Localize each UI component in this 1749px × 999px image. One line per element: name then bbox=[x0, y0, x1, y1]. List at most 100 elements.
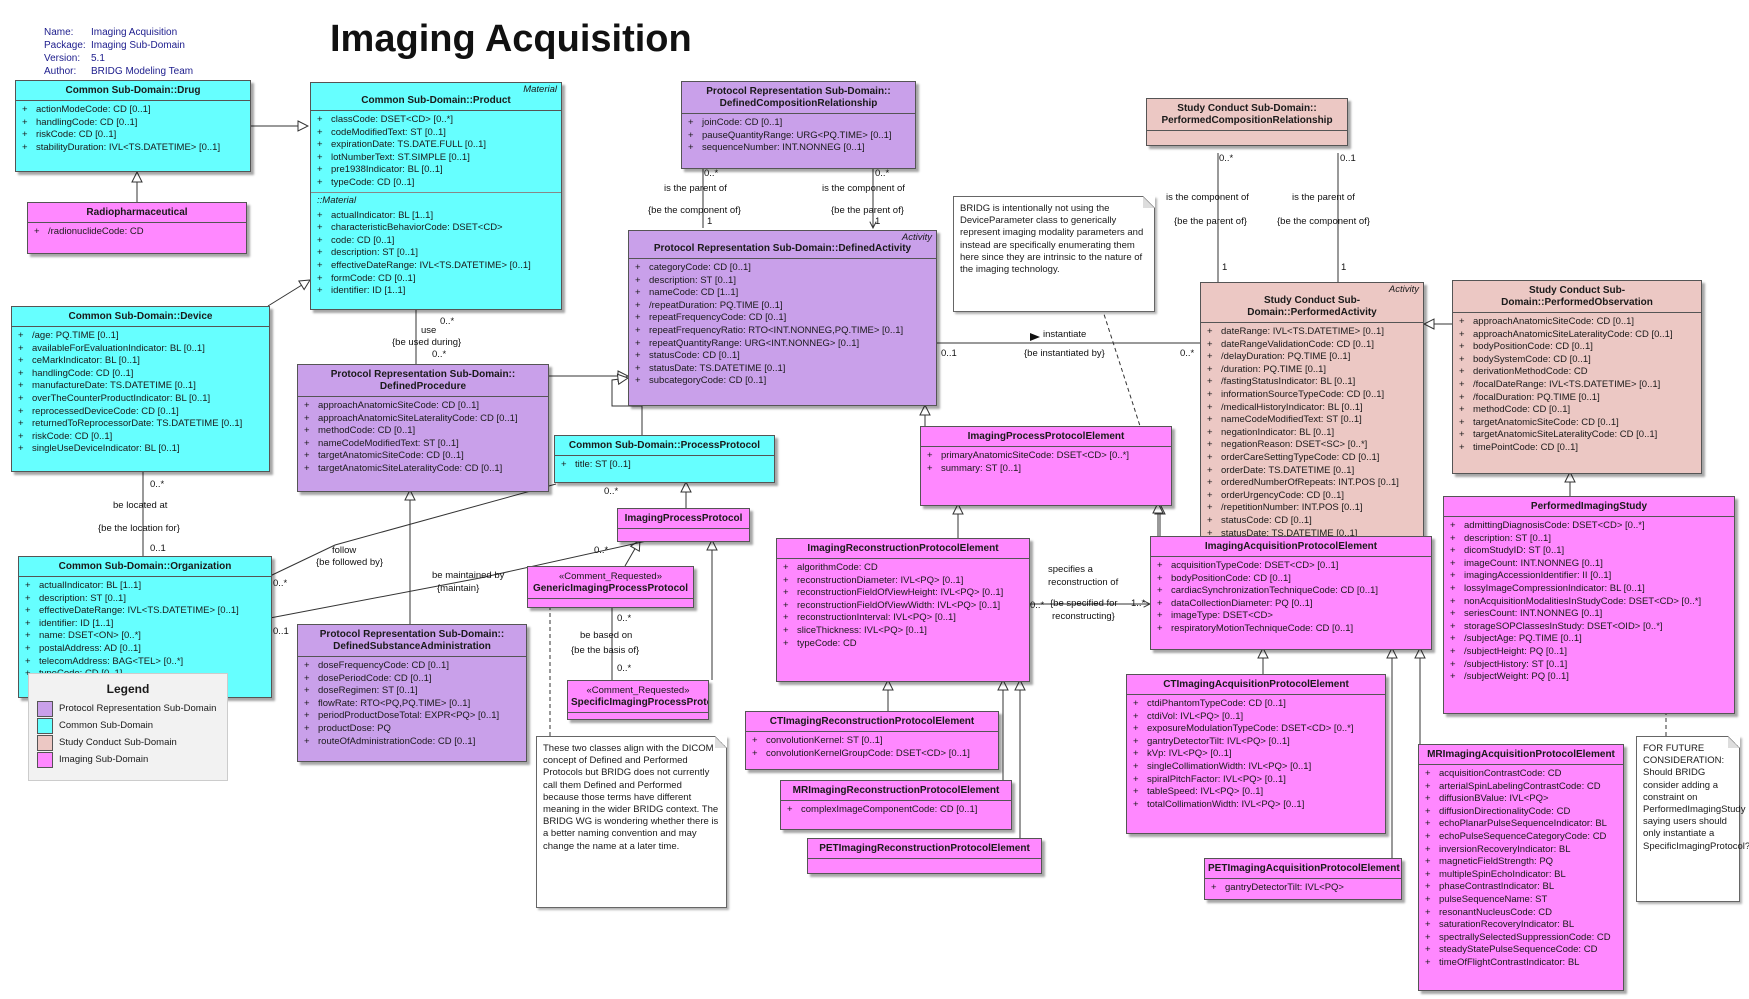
attribute: diffusionDirectionalityCode: CD bbox=[1425, 806, 1619, 819]
label-speced: {be specified for bbox=[1050, 598, 1118, 609]
legend-label-protocol: Protocol Representation Sub-Domain bbox=[59, 703, 217, 714]
attribute: effectiveDateRange: IVL<TS.DATETIME> [0.… bbox=[25, 605, 267, 618]
attribute: summary: ST [0..1] bbox=[927, 463, 1167, 476]
attribute: targetAnatomicSiteCode: CD [0..1] bbox=[304, 450, 544, 463]
inherited-attribute-list: actualIndicator: BL [1..1]characteristic… bbox=[311, 207, 561, 300]
attribute: nonAcquisitionModalitiesInStudyCode: DSE… bbox=[1450, 596, 1730, 609]
attribute: /repeatDuration: PQ.TIME [0..1] bbox=[635, 300, 932, 313]
attribute: echoPulseSequenceCategoryCode: CD bbox=[1425, 831, 1619, 844]
label-located: be located at bbox=[113, 500, 168, 511]
label-m5a: 0..* bbox=[440, 316, 455, 327]
class-generic-imaging-process-protocol[interactable]: «Comment_Requested»GenericImagingProcess… bbox=[527, 566, 694, 608]
attribute: name: DSET<ON> [0..*] bbox=[25, 630, 267, 643]
class-header: ImagingProcessProtocolElement bbox=[921, 427, 1171, 447]
attribute: resonantNucleusCode: CD bbox=[1425, 907, 1619, 920]
label-m5b: 0..* bbox=[432, 349, 447, 360]
label-parent3: is the component of bbox=[1166, 192, 1249, 203]
class-name: CTImagingAcquisitionProtocolElement bbox=[1163, 679, 1349, 690]
attribute: statusDate: TS.DATETIME [0..1] bbox=[635, 363, 932, 376]
class-process-protocol[interactable]: Common Sub-Domain::ProcessProtocoltitle:… bbox=[554, 435, 775, 483]
attribute: orderUrgencyCode: CD [0..1] bbox=[1207, 490, 1419, 503]
attribute: handlingCode: CD [0..1] bbox=[22, 117, 246, 130]
class-mr-imaging-reconstruction-protocol-element[interactable]: MRImagingReconstructionProtocolElementco… bbox=[780, 780, 1012, 830]
class-defined-substance-administration[interactable]: Protocol Representation Sub-Domain:: Def… bbox=[297, 624, 527, 762]
legend-label-imaging: Imaging Sub-Domain bbox=[59, 754, 149, 765]
class-defined-composition-relationship[interactable]: Protocol Representation Sub-Domain:: Def… bbox=[681, 81, 916, 169]
attribute: storageSOPClassesInStudy: DSET<OID> [0..… bbox=[1450, 621, 1730, 634]
label-parent1: is the parent of bbox=[664, 183, 727, 194]
class-drug[interactable]: Common Sub-Domain::DrugactionModeCode: C… bbox=[15, 80, 251, 172]
class-imaging-acquisition-protocol-element[interactable]: ImagingAcquisitionProtocolElementacquisi… bbox=[1150, 536, 1432, 650]
attribute: joinCode: CD [0..1] bbox=[688, 117, 911, 130]
legend-label-common: Common Sub-Domain bbox=[59, 720, 153, 731]
attribute: handlingCode: CD [0..1] bbox=[18, 368, 265, 381]
attribute: reprocessedDeviceCode: CD [0..1] bbox=[18, 406, 265, 419]
attribute: timeOfFlightContrastIndicator: BL bbox=[1425, 957, 1619, 970]
attribute: repeatFrequencyCode: CD [0..1] bbox=[635, 312, 932, 325]
attribute: /focalDateRange: IVL<TS.DATETIME> [0..1] bbox=[1459, 379, 1697, 392]
class-name: PETImagingReconstructionProtocolElement bbox=[819, 843, 1030, 854]
meta-name-key: Name: bbox=[44, 27, 74, 38]
label-m9a: 0..* bbox=[617, 613, 632, 624]
attribute: singleUseDeviceIndicator: BL [0..1] bbox=[18, 443, 265, 456]
class-imaging-process-protocol[interactable]: ImagingProcessProtocol bbox=[617, 508, 750, 542]
label-parent2: is the component of bbox=[822, 183, 905, 194]
attribute: /delayDuration: PQ.TIME [0..1] bbox=[1207, 351, 1419, 364]
stereotype-label: «Comment_Requested» bbox=[586, 685, 690, 696]
attribute: multipleSpinEchoIndicator: BL bbox=[1425, 869, 1619, 882]
class-radiopharmaceutical[interactable]: Radiopharmaceutical/radionuclideCode: CD bbox=[27, 202, 247, 254]
class-ct-imaging-acquisition-protocol-element[interactable]: CTImagingAcquisitionProtocolElementctdiP… bbox=[1126, 674, 1386, 834]
class-header: Protocol Representation Sub-Domain:: Def… bbox=[682, 82, 915, 114]
attribute: manufactureDate: TS.DATETIME [0..1] bbox=[18, 380, 265, 393]
meta-author-key: Author: bbox=[44, 66, 77, 77]
class-performed-composition-relationship[interactable]: Study Conduct Sub-Domain:: PerformedComp… bbox=[1146, 98, 1348, 146]
attribute: doseFrequencyCode: CD [0..1] bbox=[304, 660, 522, 673]
class-imaging-reconstruction-protocol-element[interactable]: ImagingReconstructionProtocolElementalgo… bbox=[776, 538, 1030, 682]
attribute: lossyImageCompressionIndicator: BL [0..1… bbox=[1450, 583, 1730, 596]
attribute: /age: PQ.TIME [0..1] bbox=[18, 330, 265, 343]
class-name: Protocol Representation Sub-Domain:: Def… bbox=[706, 86, 891, 109]
class-header: ImagingProcessProtocol bbox=[618, 509, 749, 529]
label-m1a: 0..* bbox=[704, 168, 719, 179]
attribute: periodProductDoseTotal: EXPR<PQ> [0..1] bbox=[304, 710, 522, 723]
class-performed-imaging-study[interactable]: PerformedImagingStudyadmittingDiagnosisC… bbox=[1443, 496, 1735, 714]
class-specific-imaging-process-protocol[interactable]: «Comment_Requested»SpecificImagingProces… bbox=[567, 680, 709, 720]
attribute: imagingAccessionIdentifier: II [0..1] bbox=[1450, 570, 1730, 583]
attribute: typeCode: CD [0..1] bbox=[317, 177, 557, 190]
class-ct-imaging-reconstruction-protocol-element[interactable]: CTImagingReconstructionProtocolElementco… bbox=[745, 711, 999, 770]
class-pet-imaging-reconstruction-protocol-element[interactable]: PETImagingReconstructionProtocolElement bbox=[807, 838, 1042, 874]
class-mr-imaging-acquisition-protocol-element[interactable]: MRImagingAcquisitionProtocolElementacqui… bbox=[1418, 744, 1624, 991]
attribute: categoryCode: CD [0..1] bbox=[635, 262, 932, 275]
attribute-list: primaryAnatomicSiteCode: DSET<CD> [0..*]… bbox=[921, 447, 1171, 477]
class-device[interactable]: Common Sub-Domain::Device/age: PQ.TIME [… bbox=[11, 306, 270, 472]
class-header: ImagingAcquisitionProtocolElement bbox=[1151, 537, 1431, 557]
class-header: Protocol Representation Sub-Domain:: Def… bbox=[298, 365, 548, 397]
label-comp3: {be the parent of} bbox=[1174, 216, 1247, 227]
legend-swatch-study bbox=[37, 734, 53, 751]
class-imaging-process-protocol-element[interactable]: ImagingProcessProtocolElementprimaryAnat… bbox=[920, 426, 1172, 506]
class-name: GenericImagingProcessProtocol bbox=[532, 583, 689, 594]
label-m9b: 0..* bbox=[617, 663, 632, 674]
attribute-list: admittingDiagnosisCode: DSET<CD> [0..*]d… bbox=[1444, 517, 1734, 686]
class-performed-observation[interactable]: Study Conduct Sub-Domain::PerformedObser… bbox=[1452, 280, 1702, 474]
attribute: statusCode: CD [0..1] bbox=[1207, 515, 1419, 528]
attribute-list: classCode: DSET<CD> [0..*]codeModifiedTe… bbox=[311, 111, 561, 192]
attribute: methodCode: CD [0..1] bbox=[304, 425, 544, 438]
meta-name: Imaging Acquisition bbox=[91, 27, 178, 38]
label-m3a: 0..* bbox=[1219, 153, 1234, 164]
attribute: codeModifiedText: ST [0..1] bbox=[317, 127, 557, 140]
assoc-org-procprot bbox=[269, 483, 557, 577]
attribute: reconstructionDiameter: IVL<PQ> [0..1] bbox=[783, 575, 1025, 588]
label-based: be based on bbox=[580, 630, 633, 641]
attribute: negationIndicator: BL [0..1] bbox=[1207, 427, 1419, 440]
class-defined-procedure[interactable]: Protocol Representation Sub-Domain:: Def… bbox=[297, 364, 549, 492]
attribute-list: title: ST [0..1] bbox=[555, 456, 774, 474]
label-m4a: 0..1 bbox=[1340, 153, 1356, 164]
stereotype-label: Activity bbox=[1388, 284, 1419, 295]
class-pet-imaging-acquisition-protocol-element[interactable]: PETImagingAcquisitionProtocolElementgant… bbox=[1204, 858, 1402, 900]
label-basis: {be the basis of} bbox=[571, 645, 640, 656]
